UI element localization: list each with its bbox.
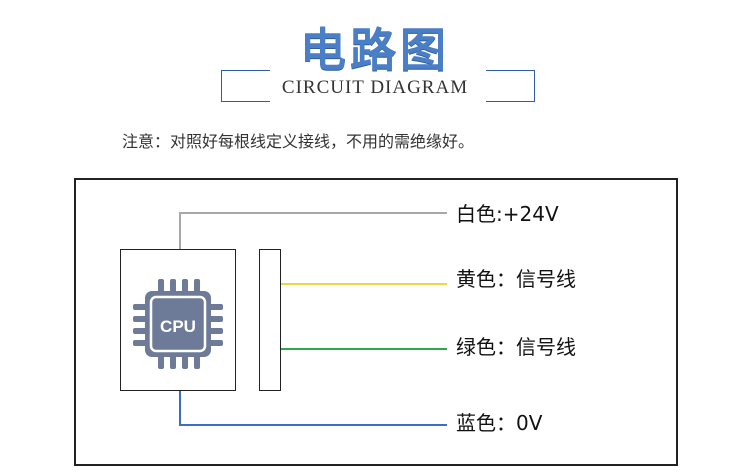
- white-wire-label: 白色:+24V: [456, 202, 559, 226]
- diagram-frame: [74, 178, 678, 466]
- green-wire-label: 绿色：信号线: [456, 335, 576, 359]
- yellow-wire-label: 黄色：信号线: [456, 267, 576, 291]
- blue-wire: [179, 391, 447, 426]
- page-title: 电路图: [300, 23, 450, 77]
- subtitle-bracket-right: [486, 70, 535, 102]
- connector-block: [259, 249, 281, 391]
- cpu-chip-icon: CPU: [133, 279, 223, 369]
- blue-wire-label: 蓝色：0V: [456, 411, 543, 435]
- cpu-label: CPU: [160, 317, 196, 336]
- wiring-note: 注意：对照好每根线定义接线，不用的需绝缘好。: [122, 132, 475, 151]
- subtitle-bracket-left: [221, 70, 270, 102]
- page-subtitle: CIRCUIT DIAGRAM: [281, 77, 469, 98]
- white-wire: [179, 212, 447, 249]
